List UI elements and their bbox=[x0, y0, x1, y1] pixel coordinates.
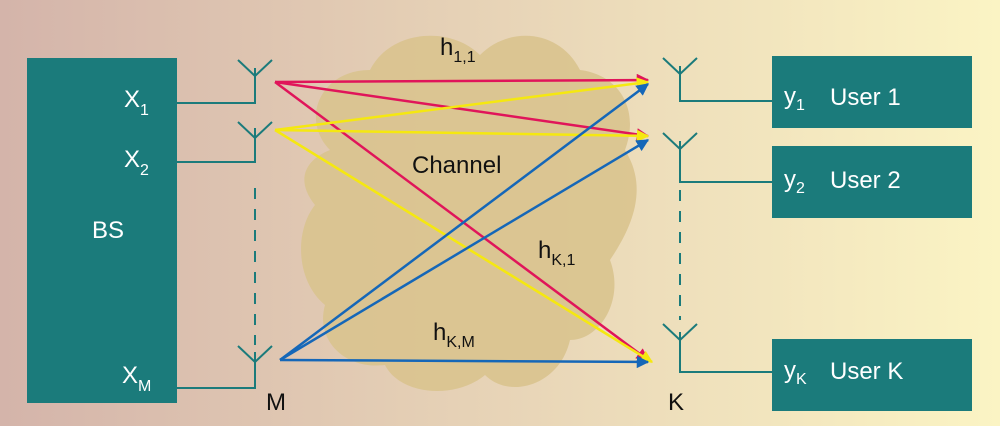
bs-array-label: M bbox=[266, 389, 286, 416]
channel-links bbox=[274, 73, 654, 369]
link-blue-m-1 bbox=[279, 83, 649, 361]
link-yellow-2-2 bbox=[274, 128, 650, 143]
user-antenna-array bbox=[662, 57, 772, 373]
gain-h11-label: h1,1 bbox=[440, 34, 476, 66]
bs-antenna-2-icon bbox=[237, 121, 273, 140]
input-x2-label: X2 bbox=[124, 146, 149, 179]
gain-hkm-label: hK,M bbox=[433, 319, 475, 351]
user-array-label: K bbox=[668, 389, 684, 416]
bs-antenna-array bbox=[177, 59, 273, 389]
link-red-1-k bbox=[274, 80, 650, 362]
user-2-label: User 2 bbox=[830, 167, 901, 194]
gain-hk1-label: hK,1 bbox=[538, 237, 575, 269]
user-k-output-label: yK bbox=[784, 357, 807, 388]
bs-feed-1 bbox=[177, 68, 256, 104]
user-feed-1 bbox=[679, 66, 772, 102]
user-1-output-label: y1 bbox=[784, 83, 805, 114]
user-k-box: yK User K bbox=[772, 339, 972, 411]
link-blue-m-k bbox=[279, 355, 650, 369]
user-2-box: y2 User 2 bbox=[772, 146, 972, 218]
user-feed-2 bbox=[679, 141, 772, 183]
link-yellow-2-1 bbox=[274, 77, 650, 132]
base-station-label: BS bbox=[92, 217, 124, 244]
channel-label: Channel bbox=[412, 152, 501, 179]
user-1-box: y1 User 1 bbox=[772, 56, 972, 128]
link-red-1-1 bbox=[274, 73, 650, 87]
link-red-1-2 bbox=[274, 80, 650, 141]
link-yellow-2-k bbox=[274, 128, 654, 364]
bs-feed-m bbox=[177, 352, 256, 389]
input-xm-label: XM bbox=[122, 362, 151, 395]
user-2-output-label: y2 bbox=[784, 166, 805, 197]
base-station-box bbox=[27, 58, 177, 403]
input-x1-label: X1 bbox=[124, 86, 149, 119]
bs-antenna-m-icon bbox=[237, 345, 273, 364]
user-k-label: User K bbox=[830, 358, 903, 385]
user-feed-k bbox=[679, 332, 772, 373]
user-1-label: User 1 bbox=[830, 84, 901, 111]
link-blue-m-2 bbox=[279, 138, 650, 362]
bs-antenna-1-icon bbox=[237, 59, 273, 78]
